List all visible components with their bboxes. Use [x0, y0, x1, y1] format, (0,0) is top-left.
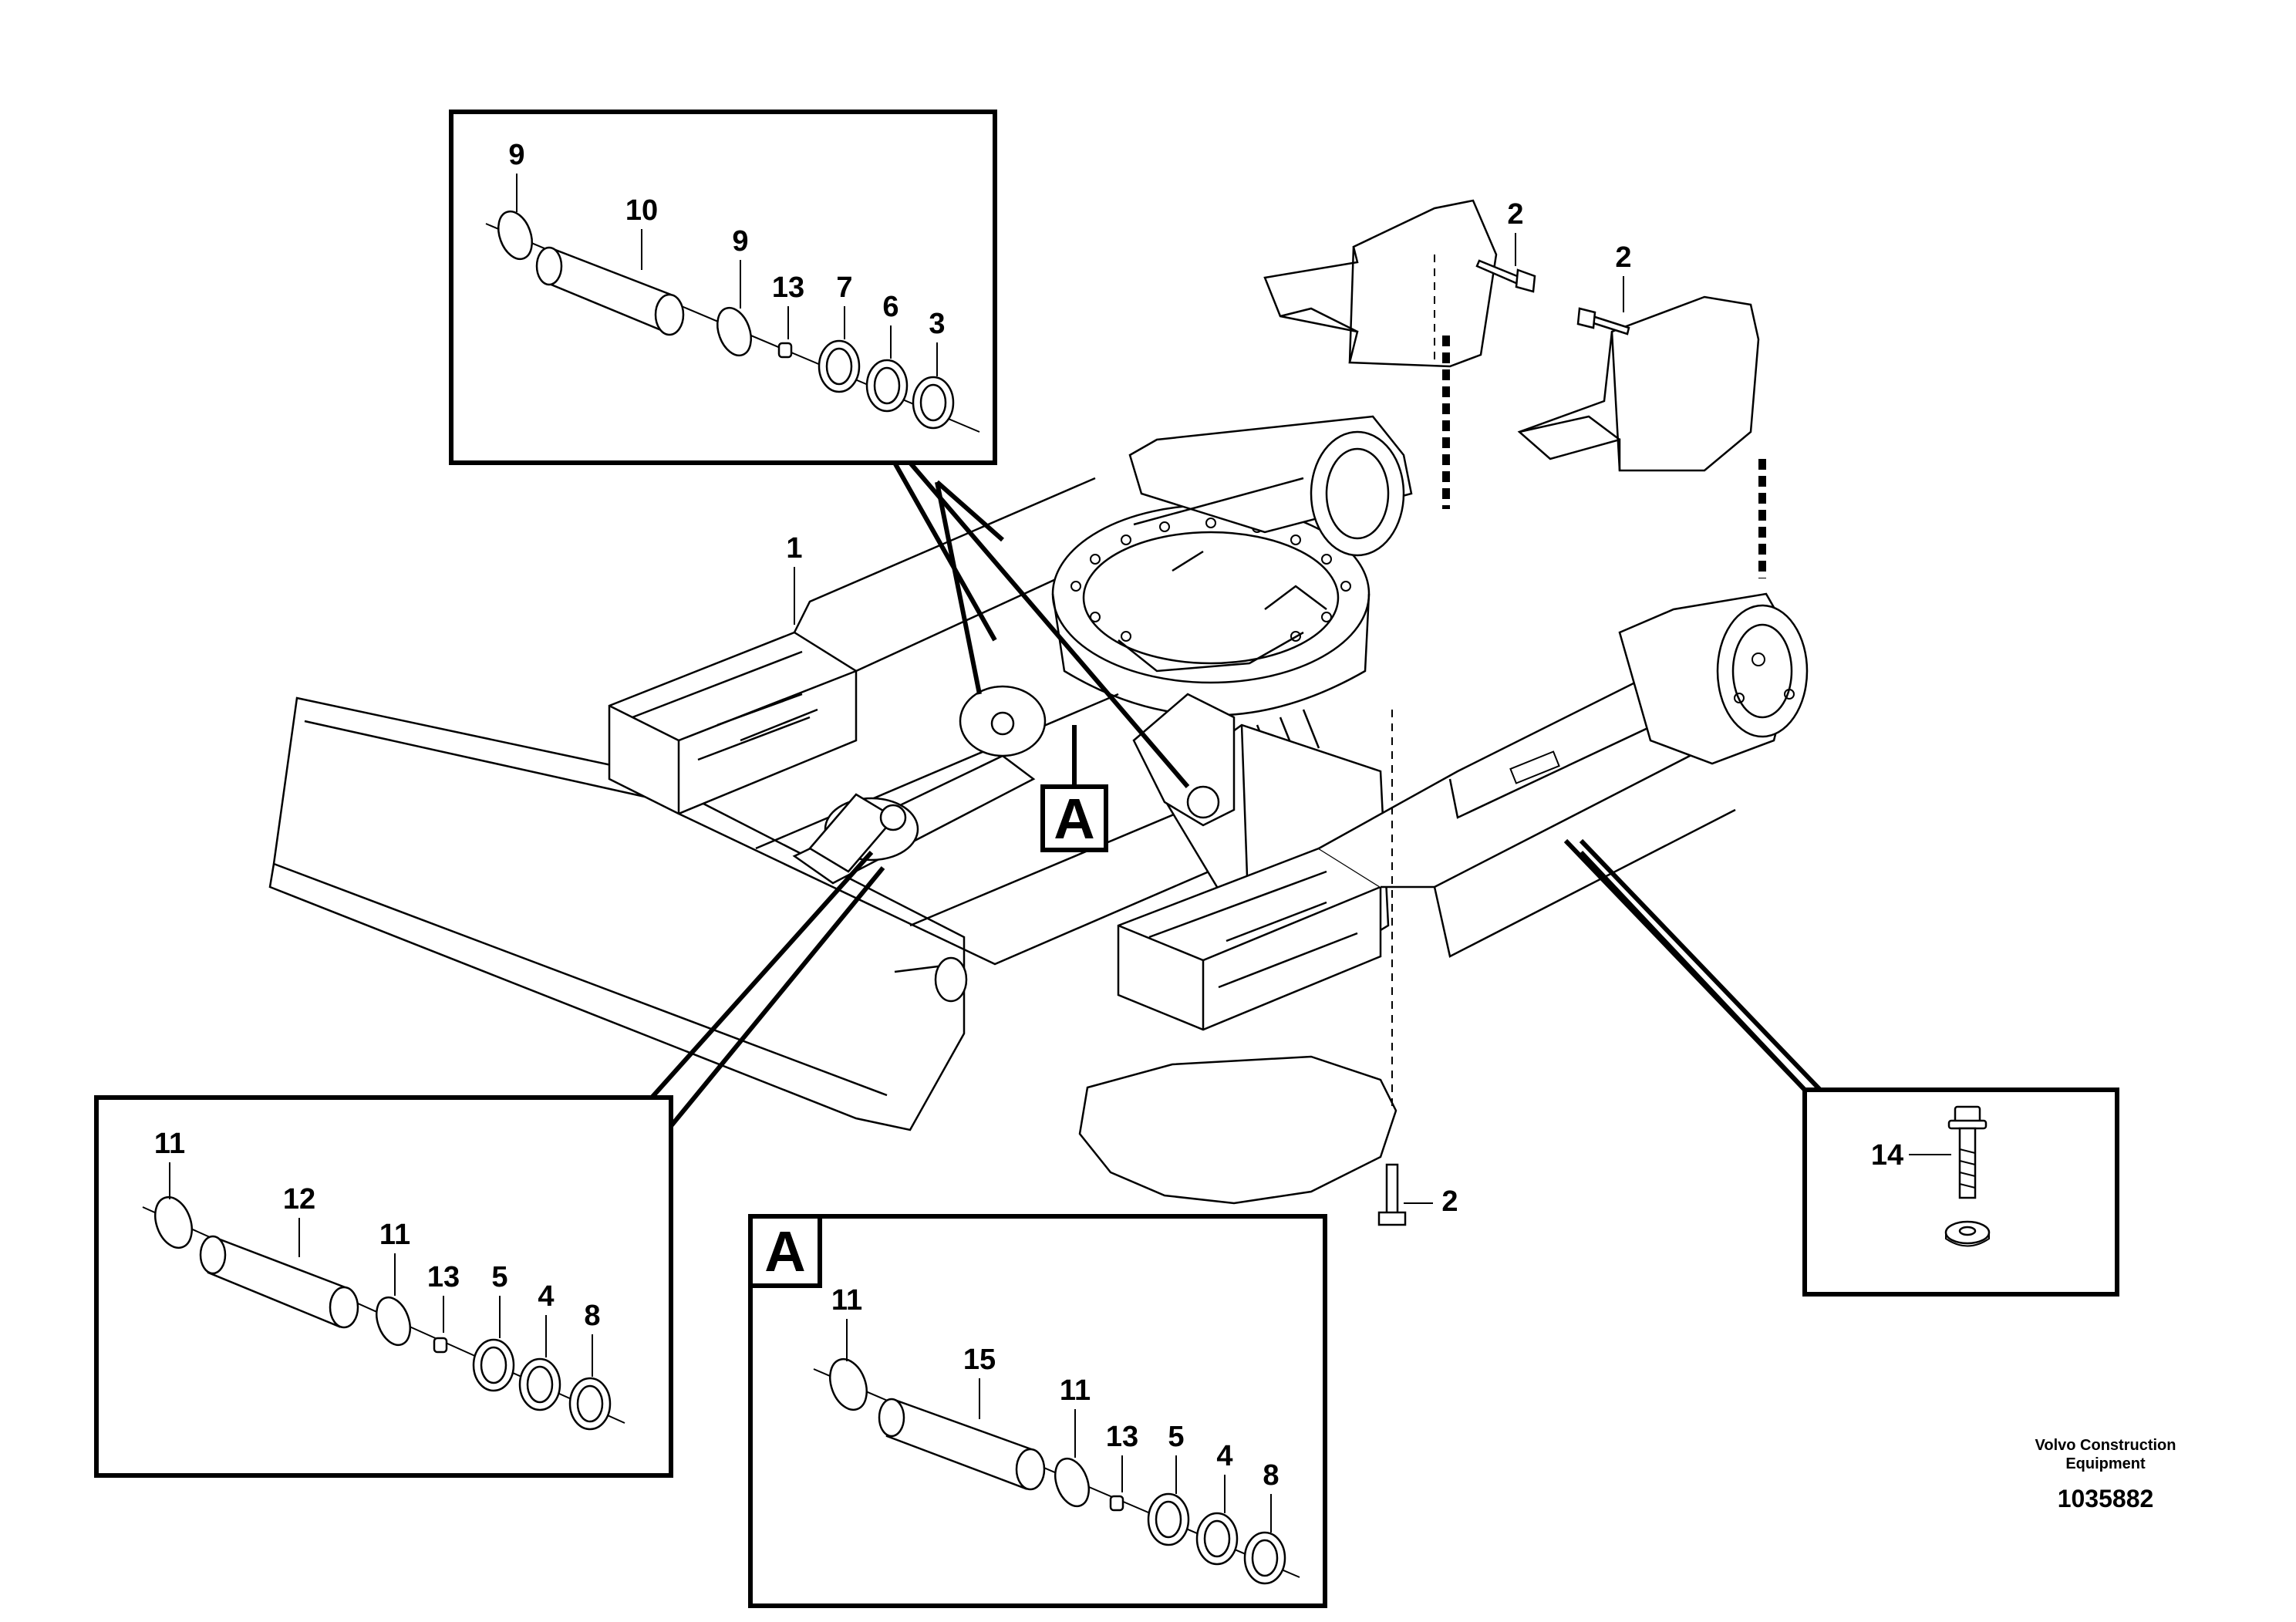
- rear-upper-frame: [1128, 415, 1413, 557]
- bottom-cover-plate: [1078, 1055, 1397, 1205]
- bolt-holes: [1070, 518, 1351, 642]
- dozer-blade: [268, 696, 968, 1131]
- callout-label: 1: [786, 532, 802, 565]
- callout-label: 8: [584, 1300, 600, 1332]
- bolt-icon: [1576, 307, 1630, 336]
- callout-label: 6: [882, 291, 899, 323]
- bracket-cover-left: [1263, 199, 1498, 368]
- callout-label: 5: [491, 1261, 507, 1293]
- left-track-frame: [608, 477, 1142, 815]
- callout-label: 2: [1507, 198, 1523, 231]
- bracket-cover-right: [1517, 295, 1760, 472]
- footer-drawing-number: 1035882: [2057, 1485, 2154, 1512]
- callout-label: 13: [427, 1261, 460, 1293]
- callout-label: 13: [772, 271, 804, 304]
- callout-label: 11: [831, 1284, 862, 1317]
- detail-box-left: 11 12 11 13 5 4 8: [94, 850, 885, 1478]
- callout-label: 2: [1615, 241, 1631, 274]
- detail-box-a: A 11 15 11 13 5 4 8: [748, 1214, 1327, 1608]
- callout-label: 9: [508, 139, 524, 171]
- callout-label: 4: [538, 1280, 554, 1313]
- bolt-icon: [1377, 1163, 1407, 1226]
- rear-right-housing: [1618, 592, 1809, 765]
- footer-company: Volvo Construction Equipment: [1974, 1436, 2237, 1473]
- callout-label: 13: [1106, 1421, 1138, 1453]
- callout-label: 11: [1060, 1374, 1091, 1407]
- callout-label: 4: [1216, 1440, 1232, 1472]
- front-cross-member: [678, 693, 1281, 966]
- detail-box-title: A: [764, 1219, 805, 1283]
- footer-company-line1: Volvo Construction: [2035, 1437, 2176, 1454]
- callout-label: 7: [836, 271, 852, 304]
- callout-label: 3: [929, 308, 945, 340]
- callout-label: 15: [963, 1344, 996, 1376]
- callout-label: 5: [1168, 1421, 1184, 1453]
- footer-company-line2: Equipment: [2065, 1455, 2146, 1472]
- undercarriage-frame: [268, 199, 1809, 1226]
- detail-box-right: 14: [1563, 838, 2119, 1297]
- bolt-icon: [1475, 259, 1536, 293]
- callout-label: 14: [1871, 1139, 1903, 1172]
- callout-label: 12: [283, 1183, 315, 1216]
- washer-icon: [1944, 1220, 1991, 1247]
- detail-box-top: 9 10 9 13 7 6 3: [449, 110, 1190, 788]
- detail-marker-label: A: [1054, 787, 1094, 851]
- right-track-frame: [1117, 639, 1745, 1031]
- detail-marker-a: A: [1040, 725, 1108, 852]
- dozer-cylinder: [792, 685, 1047, 885]
- callout-label: 11: [154, 1128, 185, 1160]
- bolt-icon: [1947, 1105, 1988, 1199]
- callout-label: 2: [1441, 1185, 1458, 1218]
- callout-label: 8: [1263, 1459, 1279, 1492]
- callout-label: 9: [732, 225, 748, 258]
- callout-label: 10: [625, 194, 658, 227]
- callout-label: 11: [379, 1219, 410, 1251]
